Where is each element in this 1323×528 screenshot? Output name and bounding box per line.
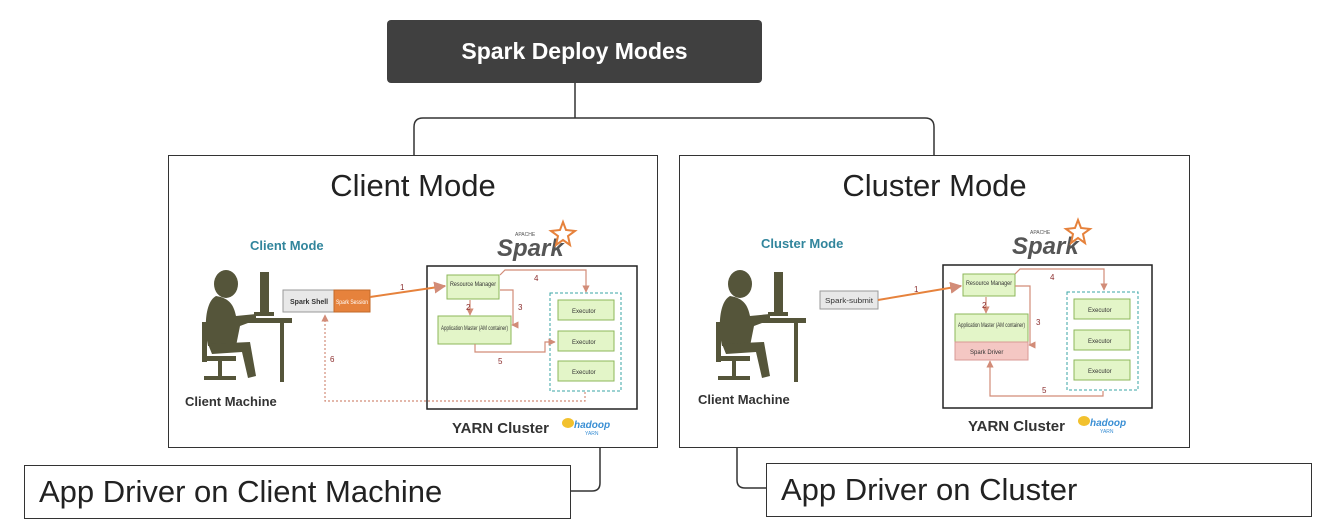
spark-star-icon (548, 219, 578, 248)
cluster-mode-title: Cluster Mode (842, 168, 1027, 203)
client-diagram-title: Client Mode (250, 238, 324, 253)
yarn-cluster-label: YARN Cluster (968, 418, 1065, 435)
hadoop-logo-text: hadoop (574, 420, 610, 431)
spark-logo: APACHE Spark (1012, 217, 1093, 260)
arrow-label: 5 (498, 357, 503, 366)
client-machine-label: Client Machine (185, 394, 277, 409)
cluster-mode-panel: Cluster Mode (679, 155, 1190, 448)
executor-label: Executor (1088, 339, 1112, 345)
client-driver-leaf: App Driver on Client Machine (24, 465, 571, 519)
root-node-label: Spark Deploy Modes (461, 38, 688, 64)
resource-manager-label: Resource Manager (450, 282, 496, 288)
client-mode-diagram: Client Mode APACHE Spark Client Machine … (185, 219, 638, 437)
cluster-diagram-title: Cluster Mode (761, 236, 843, 251)
yarn-cluster-box (426, 265, 638, 410)
hadoop-logo-text: hadoop (1090, 418, 1126, 429)
executor-group (549, 292, 622, 392)
hadoop-logo-small: YARN (585, 431, 599, 437)
arrow-label: 3 (518, 303, 523, 312)
spark-logo-text: Spark (497, 235, 565, 262)
executor-label: Executor (1088, 369, 1112, 375)
spark-logo-text: Spark (1012, 233, 1080, 260)
spark-star-icon (1063, 217, 1093, 246)
client-driver-label: App Driver on Client Machine (39, 474, 443, 509)
spark-driver-label: Spark Driver (970, 350, 1003, 356)
executor-label: Executor (1088, 308, 1112, 314)
arrow-label: 4 (534, 274, 539, 283)
hadoop-logo-small: YARN (1100, 429, 1114, 435)
spark-logo-small: APACHE (515, 232, 536, 238)
hadoop-logo: hadoop YARN (562, 418, 610, 437)
spark-logo-small: APACHE (1030, 230, 1051, 236)
executor-label: Executor (572, 309, 596, 315)
cluster-mode-diagram: Cluster Mode APACHE Spark Client Machine… (698, 217, 1153, 435)
arrow-label: 2 (982, 301, 987, 310)
spark-session-label: Spark Session (336, 300, 368, 306)
cluster-driver-label: App Driver on Cluster (781, 472, 1078, 507)
resource-manager-label: Resource Manager (966, 281, 1012, 287)
executor-label: Executor (572, 370, 596, 376)
executor-label: Executor (572, 340, 596, 346)
app-master-label: Application Master (AM container) (958, 323, 1025, 329)
client-mode-title: Client Mode (330, 168, 496, 203)
client-mode-panel: Client Mode (168, 155, 658, 448)
hadoop-elephant-icon (562, 418, 574, 428)
arrow-label: 1 (400, 283, 405, 292)
cluster-machine-label: Client Machine (698, 392, 790, 407)
executor-list: Executor Executor Executor (557, 299, 615, 382)
arrow-label: 5 (1042, 386, 1047, 395)
spark-submit-label: Spark-submit (825, 298, 873, 305)
arrow-label: 2 (466, 303, 471, 312)
spark-logo: APACHE Spark (497, 219, 578, 262)
yarn-cluster-label: YARN Cluster (452, 420, 549, 437)
arrow-label: 3 (1036, 318, 1041, 327)
app-master-label: Application Master (AM container) (441, 326, 508, 332)
spark-shell-label: Spark Shell (290, 299, 328, 306)
arrow-label: 1 (914, 285, 919, 294)
hadoop-elephant-icon (1078, 416, 1090, 426)
cluster-driver-leaf: App Driver on Cluster (766, 463, 1312, 517)
tree-connectors (413, 83, 935, 492)
executor-group (1066, 291, 1139, 391)
arrow-label: 6 (330, 355, 335, 364)
executor-list: Executor Executor Executor (1073, 298, 1131, 381)
arrow-label: 4 (1050, 273, 1055, 282)
hadoop-logo: hadoop YARN (1078, 416, 1126, 435)
yarn-cluster-box (942, 264, 1153, 409)
root-node: Spark Deploy Modes (387, 20, 762, 83)
